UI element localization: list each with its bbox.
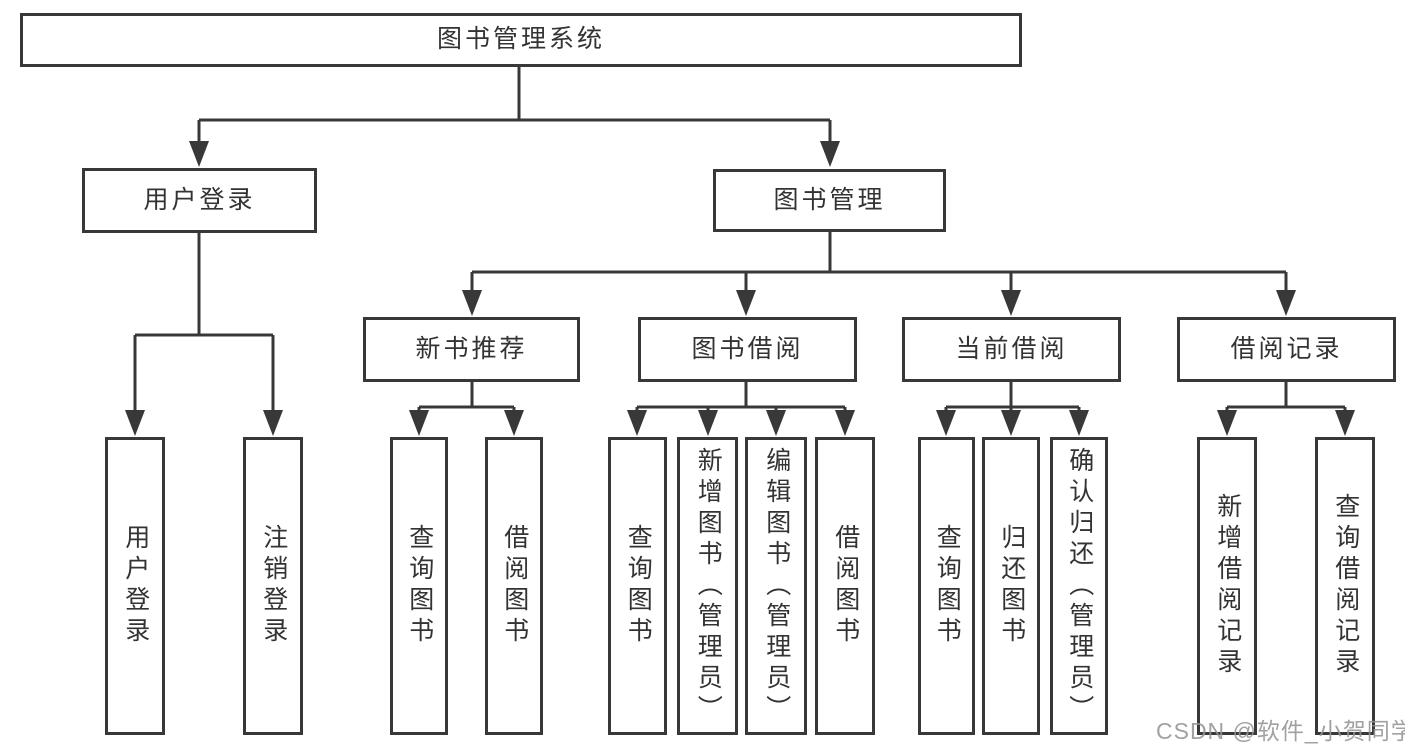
node-user-login-label: 用户登录 xyxy=(143,185,256,214)
leaf-query-book-1-label: 查询图书 xyxy=(405,524,434,648)
leaf-logout: 注销登录 xyxy=(243,437,303,735)
csdn-watermark: CSDN @软件_小贺同学 xyxy=(1156,718,1405,744)
node-book-borrow: 图书借阅 xyxy=(638,317,857,382)
leaf-add-borrow-record: 新增借阅记录 xyxy=(1197,437,1257,735)
leaf-logout-label: 注销登录 xyxy=(259,524,288,648)
leaf-query-book-3: 查询图书 xyxy=(918,437,975,735)
leaf-add-book-admin-label: 新增图书（管理员） xyxy=(694,446,723,726)
leaf-borrow-book-2-label: 借阅图书 xyxy=(831,524,860,648)
node-new-book-recommend: 新书推荐 xyxy=(363,317,580,382)
node-current-borrow: 当前借阅 xyxy=(902,317,1121,382)
leaf-user-login: 用户登录 xyxy=(105,437,165,735)
node-library-system-label: 图书管理系统 xyxy=(436,25,605,54)
node-current-borrow-label: 当前借阅 xyxy=(955,334,1068,363)
node-borrow-records-label: 借阅记录 xyxy=(1230,334,1343,363)
leaf-user-login-label: 用户登录 xyxy=(121,524,150,648)
leaf-return-book: 归还图书 xyxy=(982,437,1040,735)
leaf-borrow-book-2: 借阅图书 xyxy=(815,437,875,735)
leaf-borrow-book-1: 借阅图书 xyxy=(485,437,543,735)
node-library-system: 图书管理系统 xyxy=(20,13,1022,67)
leaf-confirm-return-admin: 确认归还（管理员） xyxy=(1050,437,1108,735)
leaf-add-book-admin: 新增图书（管理员） xyxy=(677,437,738,735)
leaf-edit-book-admin-label: 编辑图书（管理员） xyxy=(762,446,791,726)
leaf-query-borrow-record: 查询借阅记录 xyxy=(1315,437,1375,735)
leaf-query-book-1: 查询图书 xyxy=(390,437,448,735)
arrowheads xyxy=(125,141,1355,436)
leaf-query-borrow-record-label: 查询借阅记录 xyxy=(1331,493,1360,679)
leaf-edit-book-admin: 编辑图书（管理员） xyxy=(745,437,807,735)
node-book-management: 图书管理 xyxy=(713,169,946,232)
leaf-borrow-book-1-label: 借阅图书 xyxy=(500,524,529,648)
leaf-return-book-label: 归还图书 xyxy=(997,524,1026,648)
leaf-query-book-2: 查询图书 xyxy=(608,437,667,735)
node-book-management-label: 图书管理 xyxy=(773,185,886,214)
leaf-query-book-3-label: 查询图书 xyxy=(933,524,962,648)
leaf-add-borrow-record-label: 新增借阅记录 xyxy=(1213,493,1242,679)
node-borrow-records: 借阅记录 xyxy=(1177,317,1396,382)
node-book-borrow-label: 图书借阅 xyxy=(691,334,804,363)
leaf-confirm-return-admin-label: 确认归还（管理员） xyxy=(1065,446,1094,726)
node-new-book-recommend-label: 新书推荐 xyxy=(415,334,528,363)
leaf-query-book-2-label: 查询图书 xyxy=(624,524,653,648)
node-user-login: 用户登录 xyxy=(82,168,317,233)
